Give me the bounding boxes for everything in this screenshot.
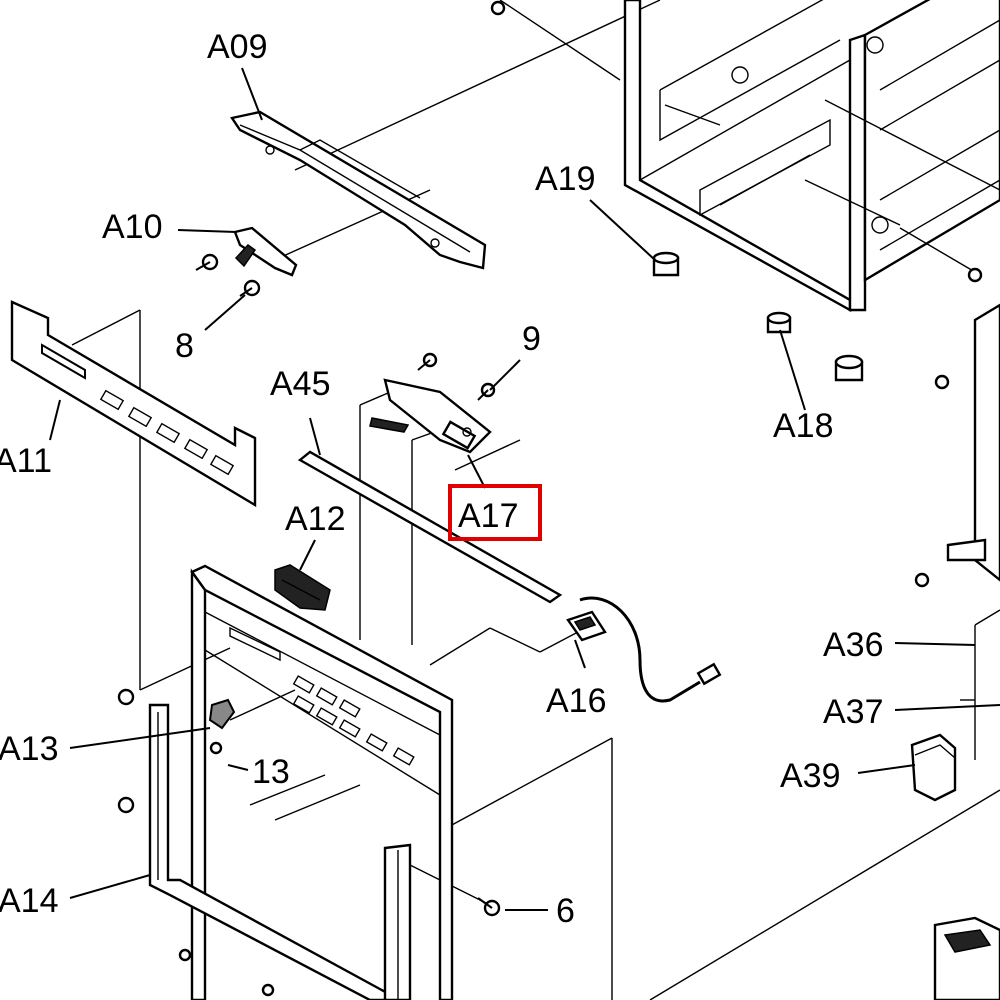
label-a17[interactable]: A17: [458, 497, 519, 535]
label-9[interactable]: 9: [522, 320, 541, 358]
label-13[interactable]: 13: [252, 753, 290, 791]
leader-lines: [49, 67, 1000, 911]
part-a12-knob: [274, 564, 331, 611]
part-front-door: [190, 564, 454, 1000]
label-a45[interactable]: A45: [270, 365, 331, 403]
part-a17-switch: [369, 352, 496, 454]
part-bottom-right: [933, 916, 1000, 1000]
part-a13-cap: [117, 688, 236, 814]
label-a10[interactable]: A10: [102, 208, 163, 246]
part-door-side: [383, 843, 501, 1000]
label-a37[interactable]: A37: [823, 693, 884, 731]
part-cabinet: [490, 0, 1000, 313]
highlight-box: [448, 484, 542, 541]
part-a45-strip: [297, 450, 563, 604]
label-a09[interactable]: A09: [207, 28, 268, 66]
label-a11[interactable]: A11: [0, 442, 52, 480]
label-a16[interactable]: A16: [546, 682, 607, 720]
label-a18[interactable]: A18: [773, 407, 834, 445]
label-8[interactable]: 8: [175, 327, 194, 365]
label-a19[interactable]: A19: [535, 160, 596, 198]
part-right-bracket: [914, 303, 1000, 588]
label-6[interactable]: 6: [556, 892, 575, 930]
part-a14-frame: [148, 703, 401, 1000]
part-a16-cable: [566, 596, 722, 703]
part-a11-panel: [10, 300, 257, 508]
label-a13[interactable]: A13: [0, 730, 59, 768]
label-a12[interactable]: A12: [285, 500, 346, 538]
label-a36[interactable]: A36: [823, 626, 884, 664]
label-a39[interactable]: A39: [780, 757, 841, 795]
part-feet: [652, 251, 864, 382]
label-a14[interactable]: A14: [0, 882, 59, 920]
part-a39-relay: [910, 733, 957, 802]
part-labels: A09 A10 8 A11 A45 9 A17 A12 A19 A18 A16 …: [0, 28, 884, 930]
part-a10-bracket: [195, 226, 298, 297]
part-a09-bracket: [230, 110, 487, 270]
